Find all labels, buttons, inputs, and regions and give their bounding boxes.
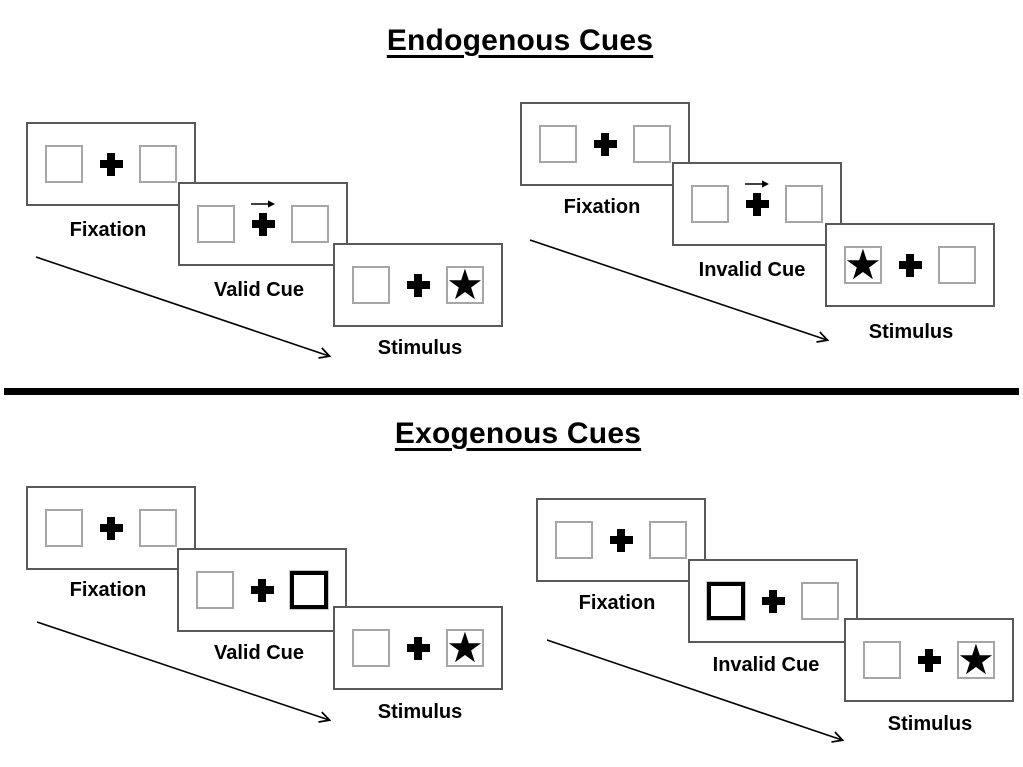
fixation-cross-icon <box>99 516 123 540</box>
left-placeholder-box <box>45 145 83 183</box>
panel-endogenous-valid-fixation <box>26 122 196 206</box>
cue-arrow-right-icon <box>251 200 275 208</box>
cue-arrow-right-icon <box>745 180 769 188</box>
step-label-stimulus: Stimulus <box>377 701 463 723</box>
step-label-fixation: Fixation <box>69 219 147 241</box>
section-title-endogenous: Endogenous Cues <box>386 24 654 57</box>
fixation-cross-icon <box>609 528 633 552</box>
step-label-stimulus: Stimulus <box>868 321 954 343</box>
timeline-arrow-exogenous-invalid <box>546 639 842 740</box>
panel-exogenous-invalid-fixation <box>536 498 706 582</box>
fixation-cross-icon <box>406 636 430 660</box>
step-label-stimulus: Stimulus <box>887 713 973 735</box>
left-placeholder-box <box>352 629 390 667</box>
right-placeholder-box <box>633 125 671 163</box>
panel-endogenous-invalid-stimulus: ★ <box>825 223 995 307</box>
fixation-cross-icon <box>99 152 123 176</box>
step-label-invalid-cue: Invalid Cue <box>698 259 806 281</box>
right-highlight-cue-box <box>290 571 328 609</box>
fixation-cross-icon <box>406 273 430 297</box>
step-label-stimulus: Stimulus <box>377 337 463 359</box>
fixation-cross-icon <box>250 578 274 602</box>
step-label-valid-cue: Valid Cue <box>213 279 305 301</box>
fixation-cross-icon <box>917 648 941 672</box>
right-placeholder-box <box>139 509 177 547</box>
panel-exogenous-valid-fixation <box>26 486 196 570</box>
step-label-fixation: Fixation <box>578 592 656 614</box>
right-placeholder-box <box>938 246 976 284</box>
step-label-fixation: Fixation <box>563 196 641 218</box>
star-icon: ★ <box>957 636 995 683</box>
left-placeholder-box <box>196 571 234 609</box>
panel-endogenous-invalid-cue <box>672 162 842 246</box>
left-placeholder-box <box>555 521 593 559</box>
left-placeholder-box <box>45 509 83 547</box>
timeline-arrow-endogenous-invalid <box>529 239 827 340</box>
panel-endogenous-invalid-fixation <box>520 102 690 186</box>
right-target-box: ★ <box>957 636 995 683</box>
right-placeholder-box <box>785 185 823 223</box>
fixation-cross-icon <box>593 132 617 156</box>
left-placeholder-box <box>691 185 729 223</box>
star-icon: ★ <box>446 261 484 308</box>
section-title-exogenous: Exogenous Cues <box>394 417 642 450</box>
fixation-cross-icon <box>761 589 785 613</box>
left-target-box: ★ <box>844 241 882 288</box>
right-target-box: ★ <box>446 261 484 308</box>
panel-exogenous-invalid-stimulus: ★ <box>844 618 1014 702</box>
right-placeholder-box <box>139 145 177 183</box>
right-placeholder-box <box>801 582 839 620</box>
left-placeholder-box <box>863 641 901 679</box>
right-placeholder-box <box>291 205 329 243</box>
right-target-box: ★ <box>446 624 484 671</box>
left-placeholder-box <box>352 266 390 304</box>
panel-exogenous-valid-cue <box>177 548 347 632</box>
timeline-arrow-endogenous-valid <box>35 256 329 356</box>
left-placeholder-box <box>539 125 577 163</box>
panel-endogenous-valid-cue <box>178 182 348 266</box>
left-placeholder-box <box>197 205 235 243</box>
section-divider <box>4 388 1019 395</box>
step-label-invalid-cue: Invalid Cue <box>712 654 820 676</box>
step-label-fixation: Fixation <box>69 579 147 601</box>
star-icon: ★ <box>844 241 882 288</box>
panel-exogenous-valid-stimulus: ★ <box>333 606 503 690</box>
fixation-cross-icon <box>745 192 769 216</box>
step-label-valid-cue: Valid Cue <box>213 642 305 664</box>
panel-endogenous-valid-stimulus: ★ <box>333 243 503 327</box>
left-highlight-cue-box <box>707 582 745 620</box>
panel-exogenous-invalid-cue <box>688 559 858 643</box>
fixation-cross-icon <box>898 253 922 277</box>
right-placeholder-box <box>649 521 687 559</box>
star-icon: ★ <box>446 624 484 671</box>
fixation-cross-icon <box>251 212 275 236</box>
timeline-arrow-exogenous-valid <box>36 621 329 720</box>
